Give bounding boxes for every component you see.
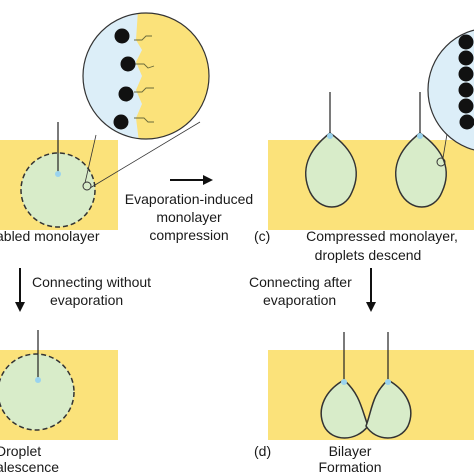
panel-b-needle-tip — [35, 377, 41, 383]
molecule-head — [114, 28, 130, 44]
panel-d-tip-left — [341, 379, 347, 385]
panel-b-droplet — [0, 353, 75, 431]
panel-b: Droplet alescence — [0, 330, 118, 474]
panel-d-label-2: Formation — [318, 459, 381, 474]
molecule-head — [458, 34, 474, 50]
molecule-head — [120, 56, 136, 72]
panel-a-inset — [83, 13, 209, 139]
arrow-left-label-2: evaporation — [50, 292, 123, 308]
arrow-top-label-1: Evaporation-induced — [125, 191, 253, 207]
panel-a-zoom-line-2 — [89, 121, 201, 189]
panel-d-letter: (d) — [254, 443, 271, 459]
arrow-right-label-1: Connecting after — [249, 274, 352, 290]
arrow-top: Evaporation-induced monolayer compressio… — [125, 175, 253, 243]
panel-a-zoom-marker — [82, 181, 92, 191]
panel-d-droplet-left — [320, 379, 369, 439]
panel-d-tip-right — [385, 379, 391, 385]
molecule-head — [113, 114, 129, 130]
arrow-top-label-3: compression — [149, 227, 228, 243]
molecule-head — [458, 82, 474, 98]
panel-a-zoom-line-1 — [84, 134, 97, 184]
panel-a-droplet — [20, 152, 96, 228]
panel-c-tip-left — [327, 133, 333, 139]
molecule-head — [458, 50, 474, 66]
panel-a: abled monolayer — [0, 12, 210, 244]
panel-c-droplet-left — [305, 132, 357, 208]
panel-a-needle-tip — [55, 171, 61, 177]
panel-c-zoom-marker — [436, 157, 446, 167]
panel-a-inset-border — [82, 12, 210, 140]
panel-c-label-2: droplets descend — [315, 247, 422, 263]
panel-b-label-1: Droplet — [0, 443, 41, 459]
arrow-right-down: Connecting after evaporation — [249, 268, 376, 312]
molecule-head — [458, 98, 474, 114]
molecule-head — [118, 86, 134, 102]
panel-d-label-1: Bilayer — [329, 443, 372, 459]
panel-c-tip-right — [417, 133, 423, 139]
molecule-head — [458, 66, 474, 82]
arrow-left-down: Connecting without evaporation — [15, 268, 151, 312]
panel-b-label-2: alescence — [0, 459, 59, 474]
panel-c: (c) Compressed monolayer, droplets desce… — [254, 28, 474, 263]
panel-d-droplet-right — [365, 379, 412, 439]
panel-a-label: abled monolayer — [0, 228, 100, 244]
arrow-left-label-1: Connecting without — [32, 274, 151, 290]
arrow-top-label-2: monolayer — [156, 209, 222, 225]
panel-c-label-1: Compressed monolayer, — [306, 228, 458, 244]
panel-c-droplet-right — [395, 132, 447, 208]
panel-c-letter: (c) — [254, 228, 270, 244]
panel-d: (d) Bilayer Formation — [254, 332, 474, 474]
arrow-right-label-2: evaporation — [263, 292, 336, 308]
molecule-head — [459, 114, 474, 130]
panel-c-inset-border — [427, 29, 474, 151]
